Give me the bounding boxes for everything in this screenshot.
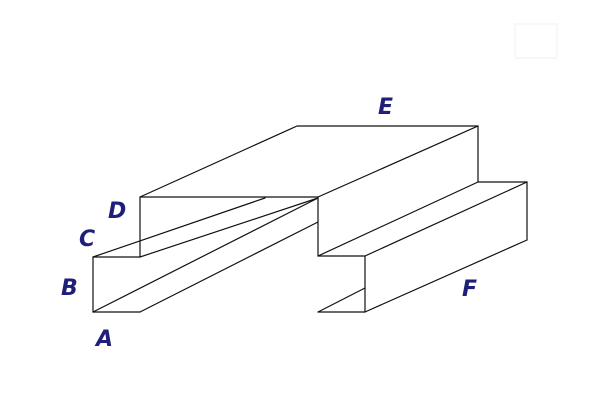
left-channel <box>92 196 319 313</box>
top-plate <box>139 125 479 198</box>
left-channel-edge-B <box>92 197 266 258</box>
right-channel-bottom-slope <box>317 287 366 313</box>
label-f: F <box>462 277 477 302</box>
label-a: A <box>94 327 113 352</box>
top-plate-right-slope <box>317 125 479 198</box>
label-d: D <box>108 199 126 224</box>
faint-corner-box <box>514 23 558 59</box>
right-channel-bottom-front <box>364 239 528 313</box>
label-c: C <box>79 227 95 252</box>
middle-drop <box>317 196 366 313</box>
top-plate-outline <box>139 125 479 198</box>
left-channel-profile <box>92 196 141 313</box>
right-channel-top-front <box>364 181 528 257</box>
left-channel-bottom-front <box>139 221 319 313</box>
middle-drop-step <box>317 255 366 313</box>
right-channel-top-back <box>317 181 528 257</box>
label-b: B <box>61 276 78 301</box>
right-channel <box>317 181 528 313</box>
left-channel-edge-C <box>139 197 319 258</box>
label-e: E <box>378 95 393 120</box>
left-channel-edge-A <box>92 197 319 313</box>
